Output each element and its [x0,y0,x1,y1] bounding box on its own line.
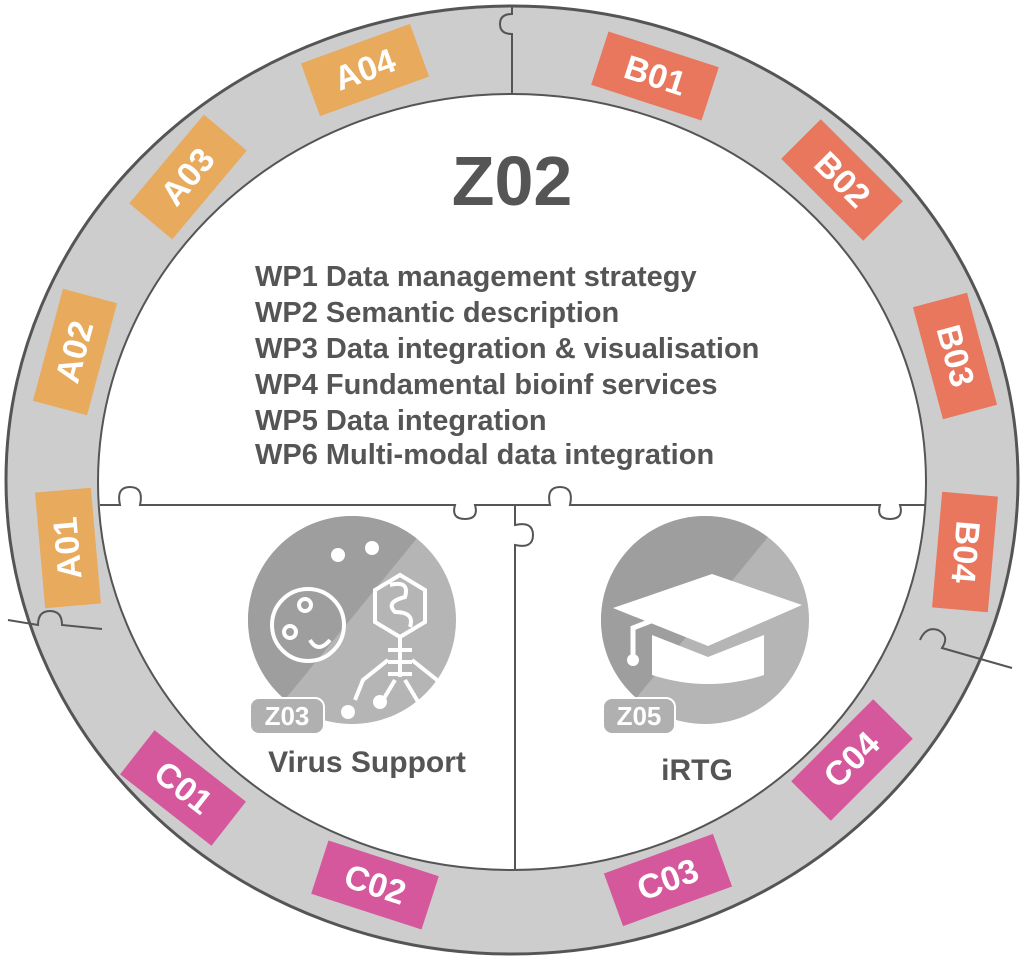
project-label-c03: C03 [603,833,733,927]
wp-item: WP6 Multi-modal data integration [255,439,714,471]
z05-badge: Z05 [617,701,662,731]
project-label-text: B04 [943,519,986,585]
project-label-text: A01 [46,515,89,580]
horizontal-divider [100,485,925,521]
project-label-box [35,487,101,609]
project-label-box [912,292,998,420]
wp-item: WP1 Data management strategy [255,261,697,293]
project-label-b04: B04 [932,491,998,613]
project-label-a02: A02 [32,288,118,416]
wp-item: WP5 Data integration [255,405,547,437]
virus-phage-icon: Z03 [248,516,456,735]
graduation-cap-icon: Z05 [601,516,809,735]
project-label-box [603,833,733,927]
project-label-box [591,31,719,121]
project-label-b03: B03 [912,292,998,420]
project-label-box [311,840,439,930]
center-title: Z02 [452,142,573,220]
project-label-b01: B01 [591,31,719,121]
project-label-c02: C02 [311,840,439,930]
project-label-box [120,730,246,846]
project-label-box [932,491,998,613]
wp-item: WP3 Data integration & visualisation [255,333,759,365]
virus-support-label: Virus Support [268,746,466,779]
ring-seam-left [7,609,103,630]
project-label-box [791,699,913,821]
project-label-box [129,114,247,240]
project-label-a04: A04 [300,23,430,117]
project-label-a01: A01 [35,487,101,609]
ring-seam-top [498,6,513,94]
ring-seam-right [919,628,1013,669]
project-label-box [300,23,430,117]
wp-item: WP4 Fundamental bioinf services [255,369,718,401]
project-label-box [781,119,903,241]
project-label-box [32,288,118,416]
z03-badge: Z03 [265,701,310,731]
vertical-divider [514,505,535,870]
work-package-list: WP1 Data management strategy WP2 Semanti… [255,261,759,471]
wp-item: WP2 Semantic description [255,297,619,329]
irtg-label: iRTG [661,754,733,787]
